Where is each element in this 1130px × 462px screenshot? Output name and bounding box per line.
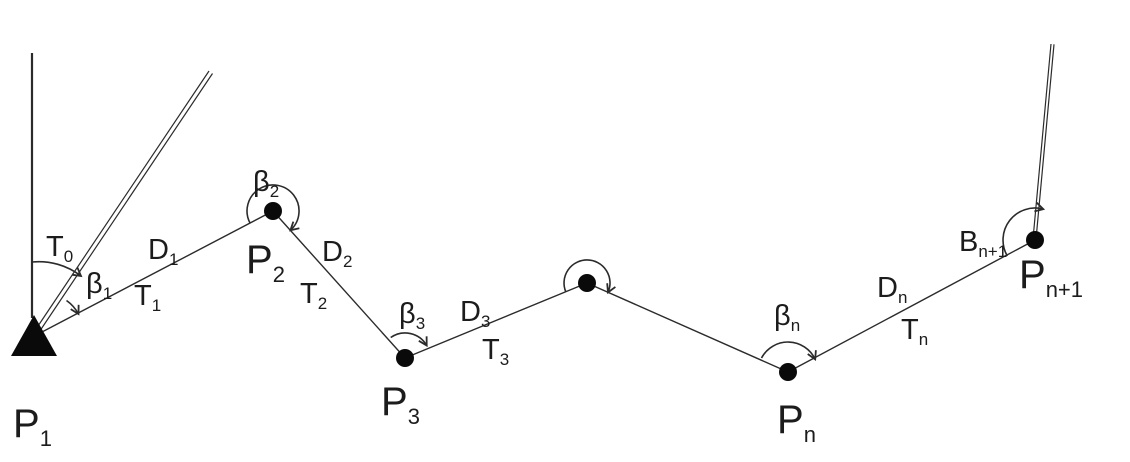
point-P4-dot	[578, 274, 596, 292]
leg-Pn-Pn1	[787, 239, 1036, 373]
closing-reference-line-b	[1035, 44, 1055, 240]
label-beta1: β1	[86, 268, 112, 303]
angle-beta2-arc	[246, 184, 300, 232]
label-D1: D1	[148, 234, 178, 269]
station-P1-triangle	[11, 315, 57, 356]
label-D3: D3	[460, 296, 490, 331]
label-Tn: Tn	[901, 314, 928, 349]
label-Dn: Dn	[877, 272, 907, 307]
point-P2-dot	[264, 202, 282, 220]
leg-P2-P3	[272, 210, 406, 359]
label-P2: P2	[246, 238, 285, 287]
angle-beta1-arc	[66, 299, 80, 316]
label-beta2: β2	[253, 166, 279, 201]
angle-P4-arc	[563, 259, 616, 295]
label-betan: βn	[774, 300, 800, 335]
point-P3-dot	[396, 349, 414, 367]
leg-P4-Pn	[586, 282, 789, 373]
angle-Bn1-arc	[1002, 202, 1046, 257]
point-Pn-dot	[779, 363, 797, 381]
label-T0: T0	[46, 231, 73, 266]
start-reference-line-b	[39, 73, 213, 332]
label-D2: D2	[322, 236, 352, 271]
label-P1: P1	[13, 402, 52, 451]
label-T1: T1	[134, 280, 161, 315]
angle-betan-arc	[760, 341, 817, 361]
closing-reference-line-a	[1032, 43, 1052, 240]
angle-beta3-arc	[390, 332, 428, 348]
start-reference-line-a	[35, 70, 210, 330]
label-Pn1: Pn+1	[1019, 253, 1083, 302]
angle-T0-arc	[31, 260, 83, 278]
leg-P3-P4	[404, 282, 588, 359]
label-Bn1: Bn+1	[959, 226, 1007, 261]
label-T3: T3	[482, 334, 509, 369]
label-P3: P3	[381, 380, 420, 429]
point-Pn1-dot	[1026, 231, 1044, 249]
leg-P1-P2	[41, 210, 274, 333]
label-beta3: β3	[399, 298, 425, 333]
label-T2: T2	[300, 278, 327, 313]
label-Pn: Pn	[777, 398, 816, 447]
